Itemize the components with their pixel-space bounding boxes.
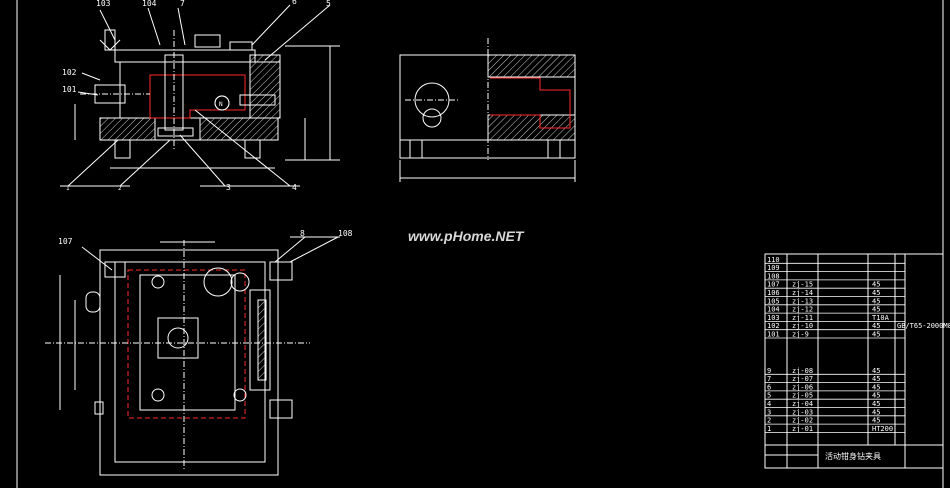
bom-cell-code: zj-11 [792, 314, 813, 322]
bom-cell-no: 103 [767, 314, 780, 322]
bom-cell-note: GB/T65-2000M8 [897, 322, 950, 330]
callout-104: 104 [142, 0, 157, 8]
plan-view-callouts: 107 8 108 [58, 229, 353, 246]
bom-cell-no: 7 [767, 375, 771, 383]
bom-cell-mat: T10A [872, 314, 890, 322]
callout-107: 107 [58, 237, 73, 246]
bom-cell-mat: 45 [872, 322, 880, 330]
title-block-name: 活动钳身钻夹具 [825, 451, 881, 461]
front-view [60, 4, 340, 187]
bom-cell-code: zj-03 [792, 408, 813, 416]
plan-view [45, 236, 340, 476]
bom-cell-no: 106 [767, 289, 780, 297]
bom-cell-code: zj-10 [792, 322, 813, 330]
bom-cell-no: 108 [767, 272, 780, 280]
bom-cell-code: zj-9 [792, 331, 809, 339]
bom-cell-no: 4 [767, 400, 771, 408]
bom-cell-no: 1 [767, 425, 771, 433]
bom-cell-no: 5 [767, 392, 771, 400]
bom-cell-mat: 45 [872, 375, 880, 383]
callout-7: 7 [180, 0, 185, 8]
bom-cell-mat: 45 [872, 331, 880, 339]
bom-cell-mat: HT200 [872, 425, 893, 433]
bom-cell-no: 3 [767, 408, 771, 416]
bom-cell-code: zj-04 [792, 400, 813, 408]
bom-cell-code: zj-13 [792, 297, 813, 305]
bom-cell-code: zj-06 [792, 383, 813, 391]
bom-cell-code: zj-01 [792, 425, 813, 433]
bom-cell-no: 104 [767, 306, 780, 314]
callout-102: 102 [62, 68, 77, 77]
callout-8: 8 [300, 229, 305, 238]
bom-cell-code: zj-05 [792, 392, 813, 400]
bom-cell-code: zj-07 [792, 375, 813, 383]
bom-cell-no: 110 [767, 256, 780, 264]
bom-cell-no: 101 [767, 331, 780, 339]
bom-cell-code: zj-15 [792, 281, 813, 289]
callout-101: 101 [62, 85, 77, 94]
bom-cell-code: zj-14 [792, 289, 813, 297]
callout-3: 3 [226, 183, 231, 192]
callout-1: 1 [66, 185, 70, 192]
bom-cell-no: 102 [767, 322, 780, 330]
callout-108: 108 [338, 229, 353, 238]
bom-cell-mat: 45 [872, 367, 880, 375]
side-view [399, 38, 576, 182]
callout-6: 6 [292, 0, 297, 6]
bom-cell-mat: 45 [872, 400, 880, 408]
callout-4: 4 [292, 183, 297, 192]
bom-cell-no: 109 [767, 264, 780, 272]
bom-cell-mat: 45 [872, 392, 880, 400]
callout-2: 2 [118, 185, 122, 192]
bom-cell-no: 107 [767, 281, 780, 289]
symbol-n: N [219, 101, 223, 108]
bom-cell-mat: 45 [872, 383, 880, 391]
bom-cell-mat: 45 [872, 408, 880, 416]
callout-103: 103 [96, 0, 111, 8]
bom-cell-code: zj-08 [792, 367, 813, 375]
bom-cell-no: 2 [767, 417, 771, 425]
front-view-callouts: 103 104 7 6 5 102 101 1 2 3 4 N [62, 0, 331, 192]
bom-cell-no: 105 [767, 297, 780, 305]
bom-cell-mat: 45 [872, 306, 880, 314]
bom-cell-code: zj-12 [792, 306, 813, 314]
bom-cell-no: 6 [767, 383, 771, 391]
bom-cell-mat: 45 [872, 297, 880, 305]
watermark-text: www.pHome.NET [408, 228, 525, 244]
bom-cell-mat: 45 [872, 289, 880, 297]
bom-cell-mat: 45 [872, 417, 880, 425]
bom-cell-mat: 45 [872, 281, 880, 289]
bom-cell-code: zj-02 [792, 417, 813, 425]
callout-5: 5 [326, 0, 331, 8]
bom-cell-no: 9 [767, 367, 771, 375]
